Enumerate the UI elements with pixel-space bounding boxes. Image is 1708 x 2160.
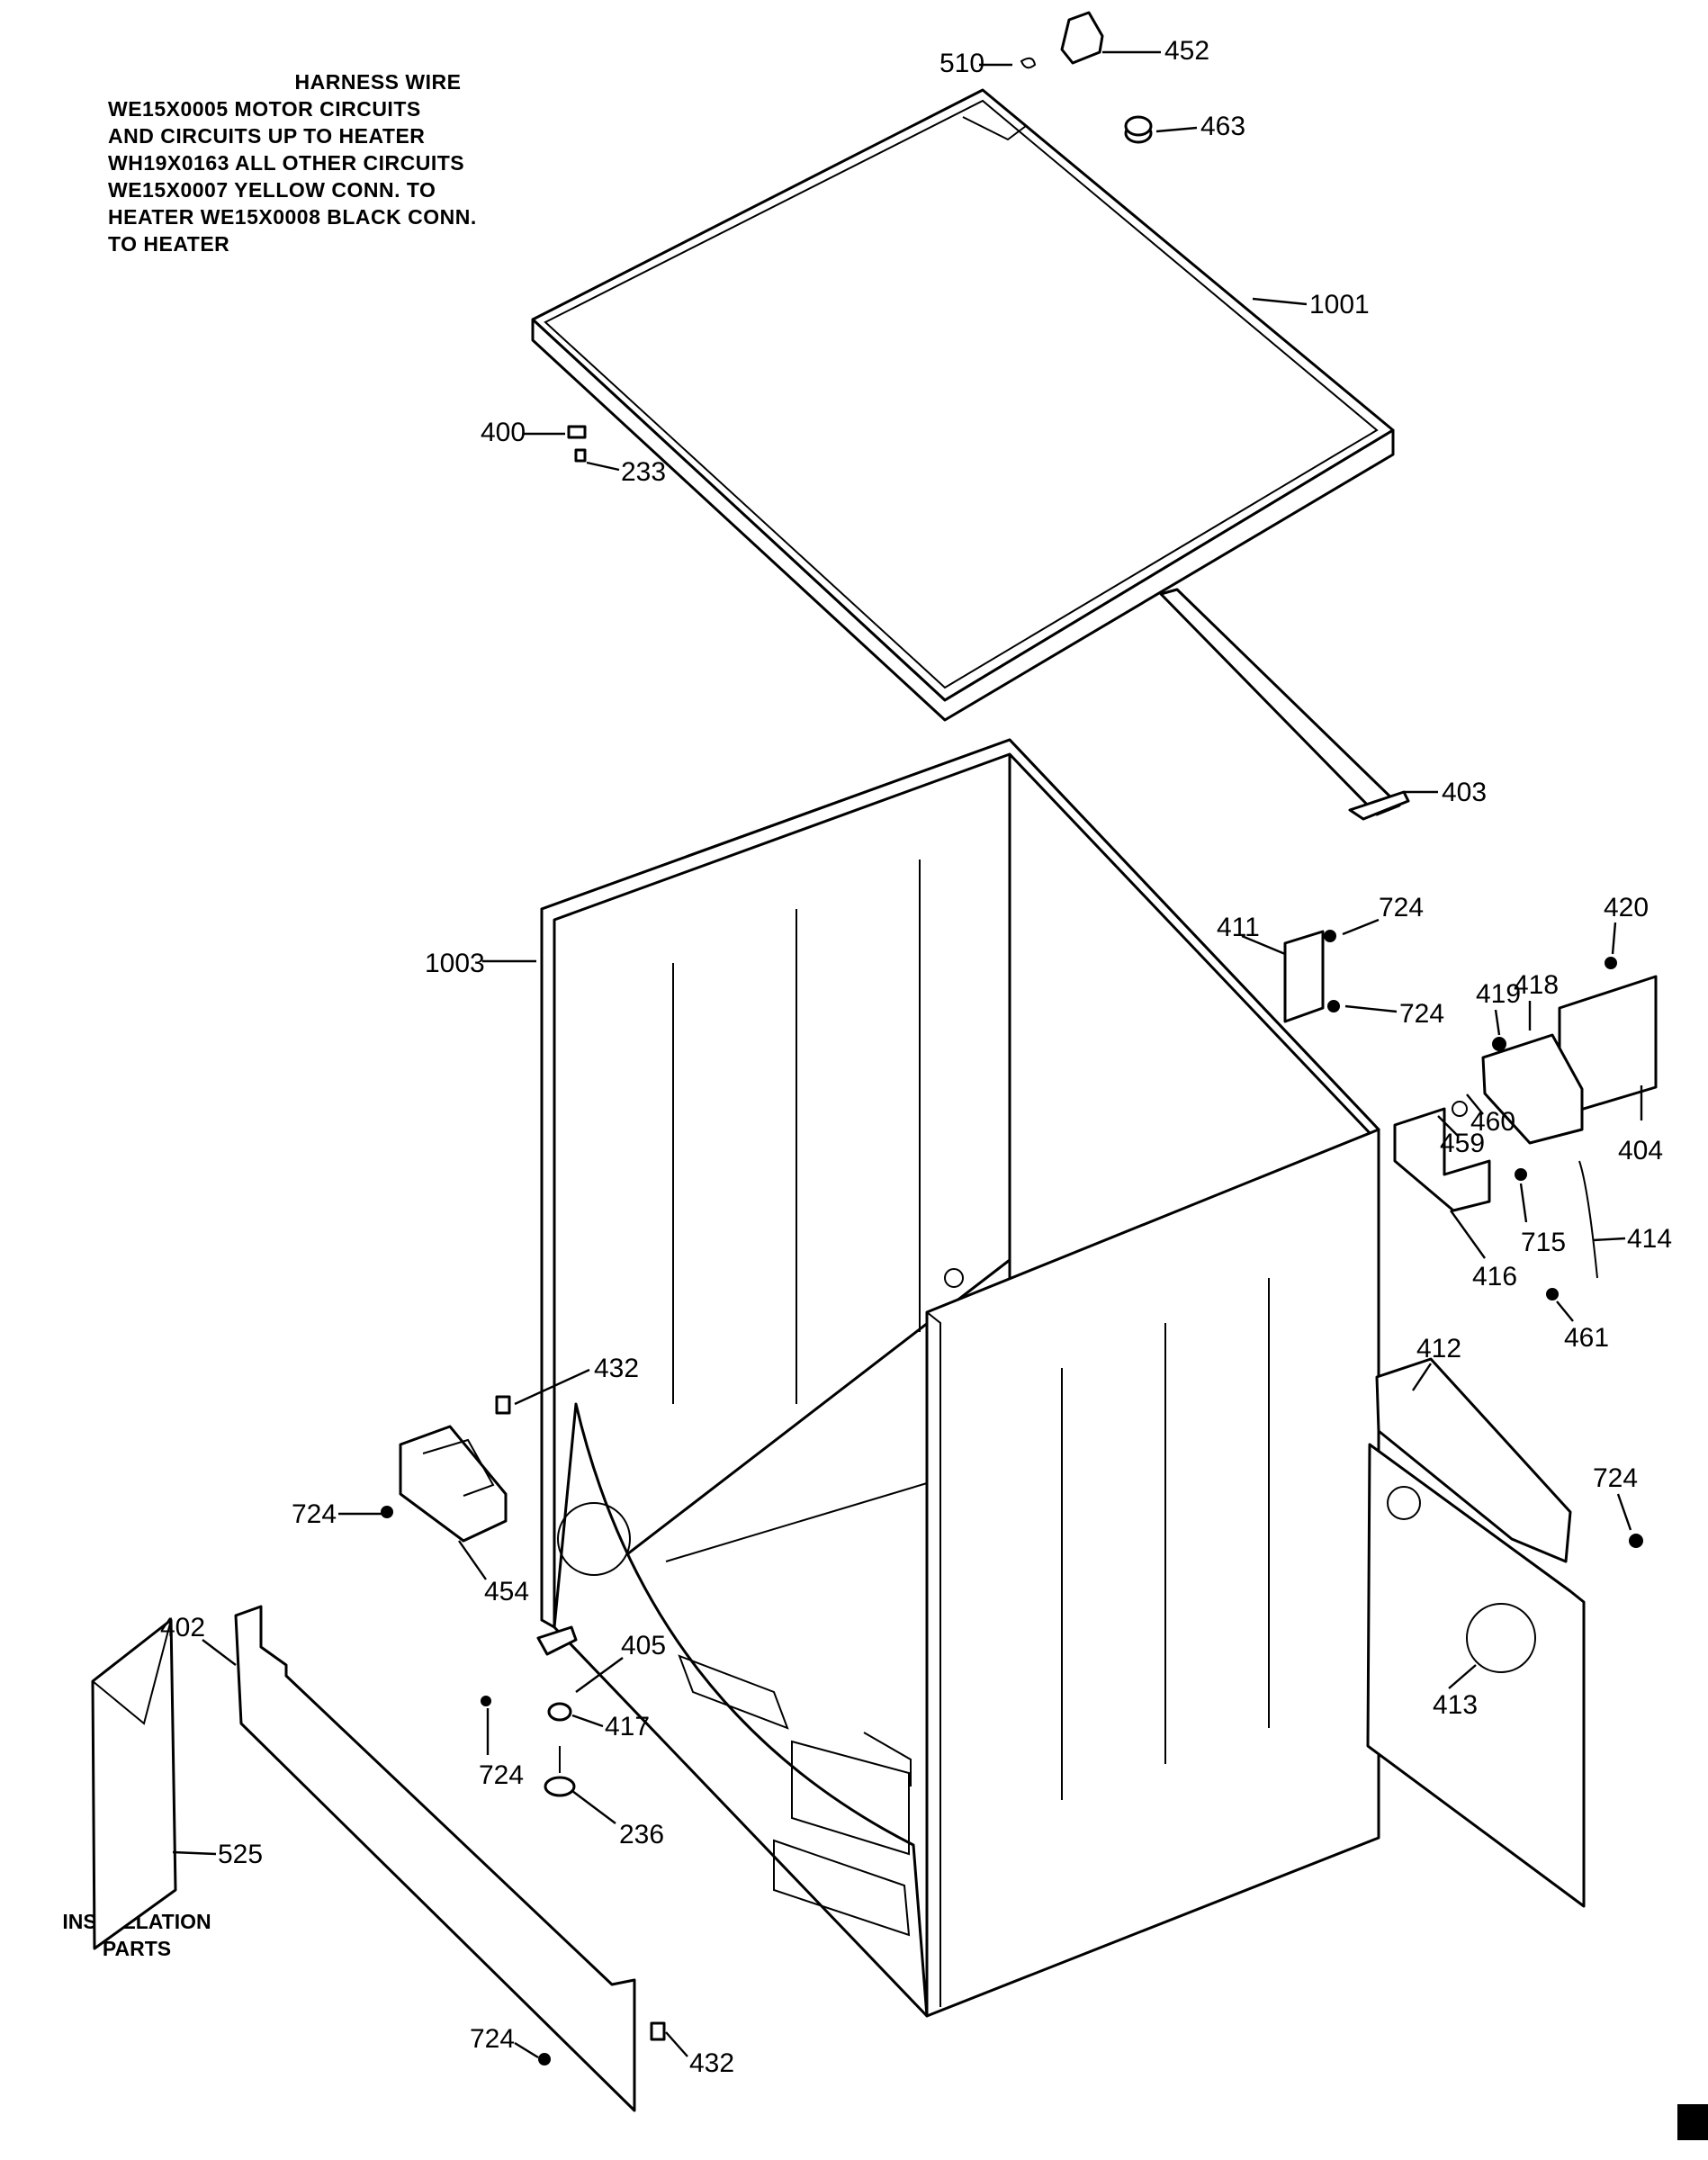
control-parts-right (1283, 930, 1658, 1908)
callout-402: 402 (160, 1613, 205, 1642)
callout-510: 510 (939, 49, 984, 78)
callout-454: 454 (484, 1577, 529, 1606)
callout-420: 420 (1604, 893, 1649, 922)
callout-715: 715 (1521, 1228, 1566, 1257)
harness-line-2: AND CIRCUITS UP TO HEATER (108, 124, 426, 148)
callout-452: 452 (1164, 36, 1209, 66)
harness-line-1: WE15X0005 MOTOR CIRCUITS (108, 97, 421, 121)
harness-line-4: WE15X0007 YELLOW CONN. TO (108, 178, 436, 202)
harness-wire-title: HARNESS WIRE (294, 70, 462, 94)
harness-wire-note: HARNESS WIRE WE15X0005 MOTOR CIRCUITS AN… (108, 68, 612, 257)
callout-724-f: 724 (470, 2024, 515, 2054)
harness-line-5: HEATER WE15X0008 BLACK CONN. (108, 205, 477, 229)
callout-724-d: 724 (292, 1499, 337, 1529)
hardware-top (567, 11, 1153, 463)
harness-line-3: WH19X0163 ALL OTHER CIRCUITS (108, 151, 465, 175)
page-corner-mark (1677, 2104, 1708, 2140)
callout-405: 405 (621, 1631, 666, 1660)
rail-403 (1159, 588, 1410, 821)
callout-412: 412 (1416, 1334, 1461, 1364)
callouts: 510 452 463 1001 400 233 403 1003 411 72… (160, 36, 1672, 2078)
cabinet-1003 (540, 738, 1380, 2018)
callout-724-e: 724 (479, 1760, 524, 1790)
callout-413: 413 (1433, 1690, 1478, 1720)
callout-411: 411 (1217, 913, 1260, 942)
callout-236: 236 (619, 1820, 664, 1850)
callout-724-b: 724 (1399, 999, 1444, 1029)
installation-parts-label: INSTALLATION PARTS (47, 1908, 227, 1962)
callout-404: 404 (1618, 1136, 1663, 1166)
callout-418: 418 (1514, 970, 1559, 1000)
callout-417: 417 (605, 1712, 650, 1742)
callout-419: 419 (1476, 979, 1521, 1009)
callout-724-a: 724 (1379, 893, 1424, 922)
callout-461: 461 (1564, 1323, 1609, 1353)
callout-1001: 1001 (1309, 290, 1370, 320)
callout-525: 525 (218, 1840, 263, 1869)
callout-432-b: 432 (689, 2048, 734, 2078)
callout-463: 463 (1200, 112, 1245, 141)
top-cover-1001 (531, 88, 1395, 722)
callout-233: 233 (621, 457, 666, 487)
callout-724-c: 724 (1593, 1463, 1638, 1493)
installation-label-line-2: PARTS (102, 1937, 172, 1960)
harness-line-6: TO HEATER (108, 232, 230, 256)
callout-1003: 1003 (425, 949, 485, 978)
callout-416: 416 (1472, 1262, 1517, 1292)
callout-459: 459 (1440, 1129, 1485, 1158)
callout-460: 460 (1470, 1107, 1515, 1137)
callout-400: 400 (481, 418, 526, 447)
callout-432-a: 432 (594, 1354, 639, 1383)
callout-403: 403 (1442, 778, 1487, 807)
control-parts-left (91, 1395, 666, 2112)
callout-414: 414 (1627, 1224, 1672, 1254)
